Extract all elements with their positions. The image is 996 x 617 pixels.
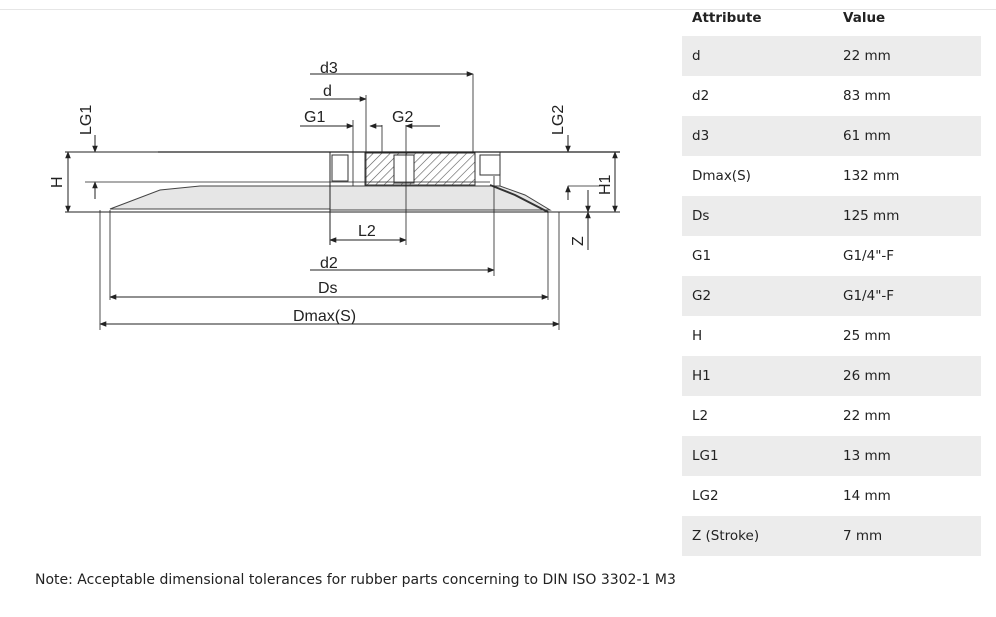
table-row: G2 G1/4"-F: [682, 276, 981, 316]
attribute-cell: d: [692, 48, 701, 64]
attribute-cell: LG2: [692, 488, 719, 504]
attribute-cell: L2: [692, 408, 709, 424]
dim-label-z: Z: [570, 236, 587, 246]
value-cell: G1/4"-F: [843, 288, 895, 304]
suction-cup-technical-drawing: d3 d G1 G2 L2 d2 Ds Dmax(S) H LG1 LG2 H1…: [49, 60, 620, 330]
table-row: L2 22 mm: [682, 396, 981, 436]
value-cell: 125 mm: [843, 208, 900, 224]
value-cell: 22 mm: [843, 48, 891, 64]
table-row: H1 26 mm: [682, 356, 981, 396]
top-divider: [0, 9, 996, 10]
dim-label-h: H: [49, 176, 66, 188]
attribute-cell: H: [692, 328, 703, 344]
value-cell: G1/4"-F: [843, 248, 895, 264]
attribute-cell: H1: [692, 368, 711, 384]
table-header: Attribute Value: [682, 0, 981, 36]
dim-label-g2: G2: [392, 109, 413, 126]
value-cell: 132 mm: [843, 168, 900, 184]
value-cell: 22 mm: [843, 408, 891, 424]
table-row: H 25 mm: [682, 316, 981, 356]
table-row: LG1 13 mm: [682, 436, 981, 476]
table-row: Ds 125 mm: [682, 196, 981, 236]
dim-label-lg1: LG1: [78, 105, 95, 135]
table-row: d3 61 mm: [682, 116, 981, 156]
value-cell: 25 mm: [843, 328, 891, 344]
header-value: Value: [843, 10, 886, 26]
attribute-cell: d3: [692, 128, 710, 144]
table-row: G1 G1/4"-F: [682, 236, 981, 276]
attribute-cell: d2: [692, 88, 710, 104]
value-cell: 7 mm: [843, 528, 883, 544]
table-row: d 22 mm: [682, 36, 981, 76]
value-cell: 14 mm: [843, 488, 891, 504]
attribute-cell: Ds: [692, 208, 710, 224]
tolerance-note: Note: Acceptable dimensional tolerances …: [35, 572, 676, 588]
dim-label-lg2: LG2: [550, 105, 567, 135]
value-cell: 26 mm: [843, 368, 891, 384]
dim-label-g1: G1: [304, 109, 325, 126]
attribute-cell: G2: [692, 288, 712, 304]
attribute-cell: Dmax(S): [692, 168, 751, 184]
dim-label-d3: d3: [320, 60, 338, 77]
table-row: Z (Stroke) 7 mm: [682, 516, 981, 556]
dim-label-d: d: [323, 83, 332, 100]
value-cell: 13 mm: [843, 448, 891, 464]
table-row: Dmax(S) 132 mm: [682, 156, 981, 196]
value-cell: 61 mm: [843, 128, 891, 144]
dim-label-l2: L2: [358, 223, 376, 240]
dim-label-dmax: Dmax(S): [293, 308, 356, 325]
table-row: LG2 14 mm: [682, 476, 981, 516]
attribute-cell: LG1: [692, 448, 719, 464]
value-cell: 83 mm: [843, 88, 891, 104]
table-row: d2 83 mm: [682, 76, 981, 116]
attribute-cell: Z (Stroke): [692, 528, 760, 544]
dim-label-d2: d2: [320, 255, 338, 272]
dim-label-h1: H1: [597, 174, 614, 195]
cup-body: [109, 151, 552, 213]
dim-label-ds: Ds: [318, 280, 338, 297]
header-attribute: Attribute: [692, 10, 762, 26]
attribute-cell: G1: [692, 248, 712, 264]
attribute-table: Attribute Value d 22 mm d2 83 mm d3 61 mm Dmax…: [682, 0, 981, 556]
